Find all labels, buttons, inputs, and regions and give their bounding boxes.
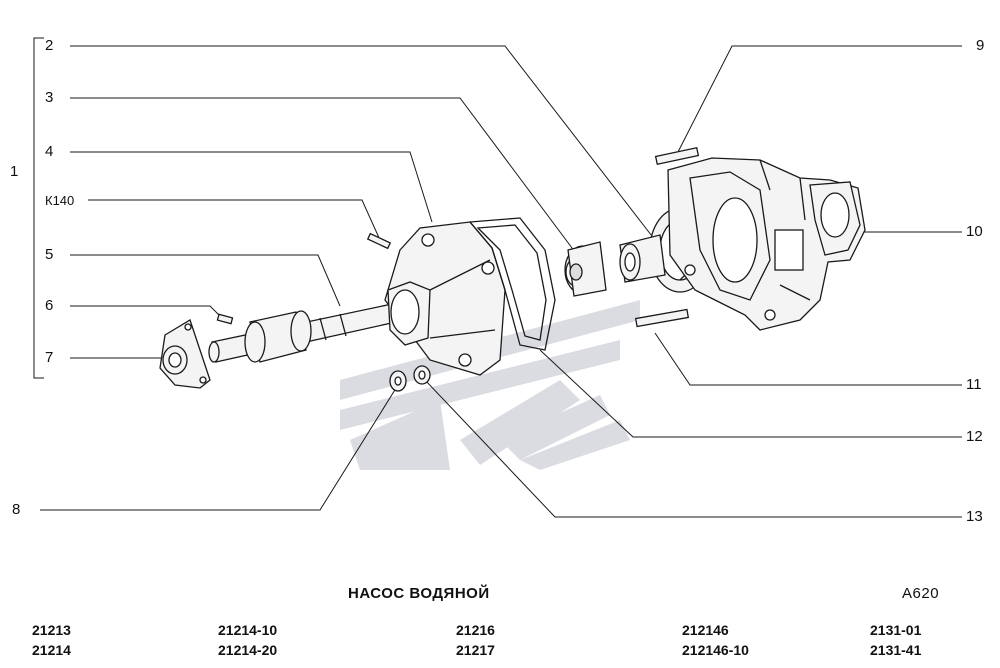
callout-13: 13 [966, 508, 983, 525]
callout-8: 8 [12, 501, 21, 518]
model-code: 21214 [32, 642, 71, 658]
model-code: 21214-20 [218, 642, 278, 658]
bracket-1 [33, 37, 44, 379]
flange-part [159, 319, 211, 389]
model-code: 2131-41 [870, 642, 922, 658]
leader-9 [677, 45, 962, 153]
leader-13 [424, 379, 962, 518]
gasket-part [468, 217, 556, 351]
leader-k140 [88, 199, 381, 241]
body-housing-part [667, 157, 866, 331]
callout-10: 10 [966, 223, 983, 240]
callout-k140: К140 [45, 193, 75, 208]
callout-9: 9 [976, 37, 985, 54]
stud-11-part [634, 308, 690, 328]
pin-6-part [216, 313, 234, 325]
leader-lines [33, 37, 962, 518]
leader-6 [70, 305, 223, 319]
model-code: 2131-01 [870, 622, 922, 638]
callout-4: 4 [45, 143, 54, 160]
callout-1: 1 [10, 163, 19, 180]
model-code: 21216 [456, 622, 495, 638]
stud-9-part [654, 146, 700, 166]
callout-11: 11 [966, 376, 982, 393]
model-code: 212146-10 [682, 642, 749, 658]
callout-12: 12 [966, 428, 983, 445]
page-title: НАСОС ВОДЯНОЙ [348, 585, 490, 602]
washer-part [413, 365, 431, 385]
pin-k140-part [366, 232, 392, 250]
catalog-code: А620 [902, 585, 940, 602]
nut-part [389, 370, 407, 392]
model-code: 21217 [456, 642, 495, 658]
impeller-part [564, 241, 607, 297]
callout-3: 3 [45, 89, 54, 106]
leader-2 [70, 45, 656, 241]
callout-7: 7 [45, 349, 54, 366]
callout-6: 6 [45, 297, 54, 314]
leader-8 [40, 384, 399, 511]
callout-2: 2 [45, 37, 54, 54]
shaft-bearing-part [208, 303, 397, 363]
pump-housing-part [384, 221, 506, 376]
model-code: 21214-10 [218, 622, 278, 638]
leader-5 [70, 254, 341, 307]
model-code: 212146 [682, 622, 729, 638]
leader-11 [654, 332, 962, 386]
leader-3 [70, 97, 576, 253]
leader-4 [70, 151, 433, 223]
model-code: 21213 [32, 622, 71, 638]
parts [159, 146, 866, 392]
callout-5: 5 [45, 246, 54, 263]
leader-12 [539, 349, 962, 438]
